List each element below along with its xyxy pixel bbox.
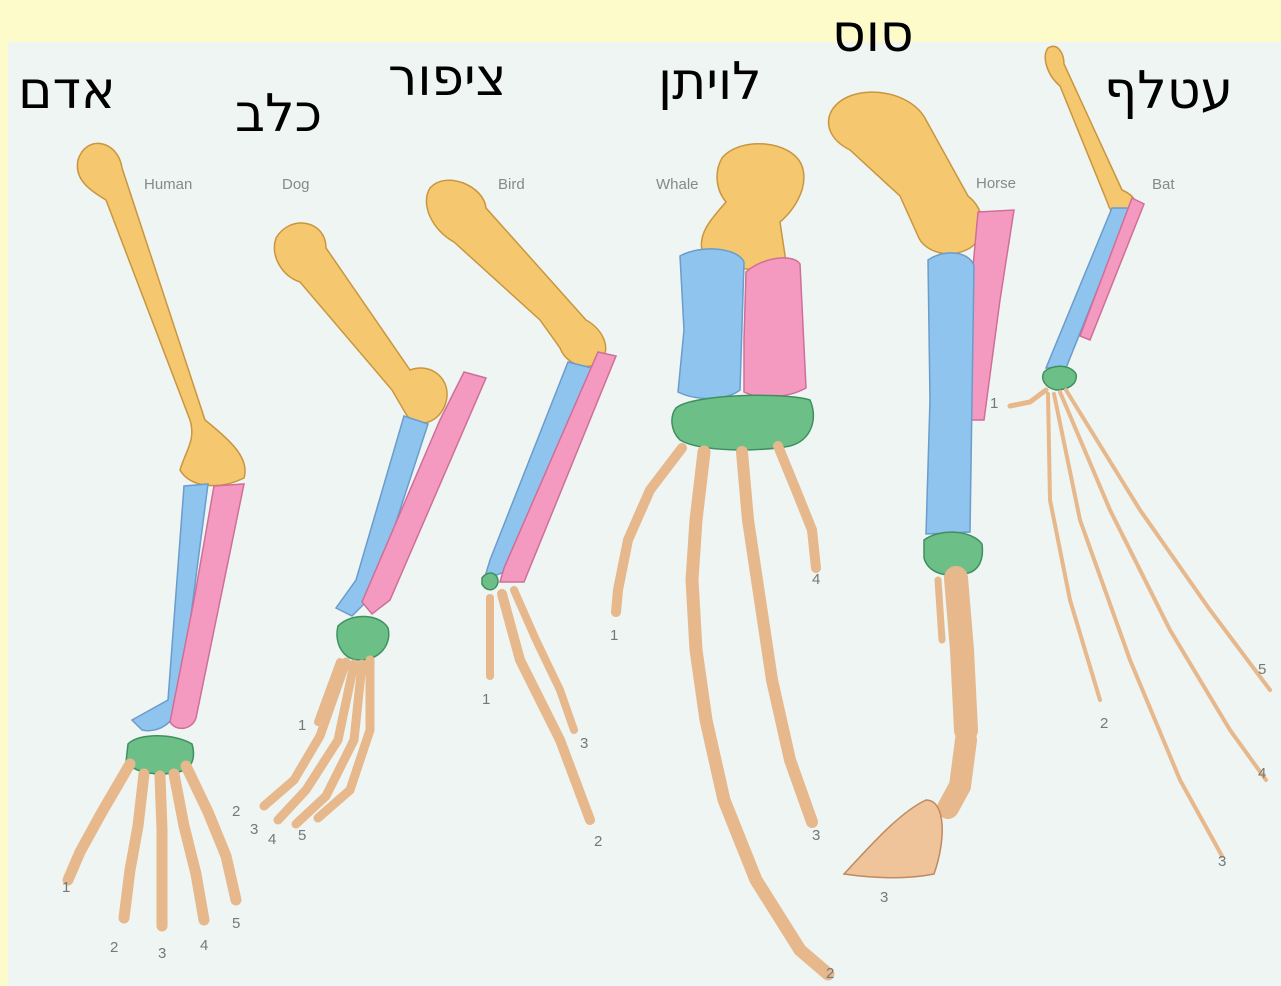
bat-num-4: 4 xyxy=(1258,765,1266,782)
whale-ulna xyxy=(744,258,806,397)
bat-carpals xyxy=(1043,366,1077,390)
bat-num-3: 3 xyxy=(1218,853,1226,870)
label-dog: Dog xyxy=(282,176,310,193)
whale-num-1: 1 xyxy=(610,627,618,644)
bat-digit-2 xyxy=(1048,394,1100,700)
dog-num-3: 3 xyxy=(250,821,258,838)
horse-splint-bone xyxy=(938,580,942,640)
whale-limb: Whale 1 4 3 2 xyxy=(610,144,834,982)
human-num-4: 4 xyxy=(200,937,208,954)
label-bat: Bat xyxy=(1152,176,1175,193)
horse-limb: Horse 3 xyxy=(829,92,1016,906)
horse-pastern xyxy=(948,740,966,808)
human-num-3: 3 xyxy=(158,945,166,962)
dog-num-2: 2 xyxy=(232,803,240,820)
bird-num-2: 2 xyxy=(594,833,602,850)
bat-digit-5 xyxy=(1066,390,1270,690)
whale-num-4: 4 xyxy=(812,571,820,588)
human-limb: Human 1 2 3 4 5 xyxy=(62,143,245,962)
human-digit-1 xyxy=(68,764,130,880)
bird-num-3: 3 xyxy=(580,735,588,752)
label-whale: Whale xyxy=(656,176,699,193)
dog-num-1: 1 xyxy=(298,717,306,734)
bird-digit-2 xyxy=(502,594,590,820)
bird-num-1: 1 xyxy=(482,691,490,708)
label-bird: Bird xyxy=(498,176,525,193)
horse-humerus xyxy=(829,92,983,254)
bat-humerus xyxy=(1045,46,1135,216)
whale-num-2: 2 xyxy=(826,965,834,982)
bird-carpal xyxy=(482,573,498,590)
human-num-1: 1 xyxy=(62,879,70,896)
dog-carpals xyxy=(337,616,389,660)
bat-radius xyxy=(1046,208,1130,368)
bat-digit-1 xyxy=(1010,390,1046,406)
horse-cannon-bone xyxy=(956,578,966,730)
whale-num-3: 3 xyxy=(812,827,820,844)
horse-radius xyxy=(926,253,974,534)
bird-limb: Bird 1 3 2 xyxy=(426,176,616,850)
dog-limb: Dog 1 2 3 4 5 xyxy=(232,176,486,848)
bird-humerus xyxy=(426,180,605,366)
whale-digit-4 xyxy=(778,446,816,568)
horse-num-3: 3 xyxy=(880,889,888,906)
dog-num-4: 4 xyxy=(268,831,276,848)
dog-num-5: 5 xyxy=(298,827,306,844)
human-humerus xyxy=(77,143,245,485)
label-human: Human xyxy=(144,176,192,193)
bat-num-5: 5 xyxy=(1258,661,1266,678)
bat-num-1: 1 xyxy=(990,395,998,412)
human-digit-2 xyxy=(124,774,144,918)
human-num-2: 2 xyxy=(110,939,118,956)
whale-carpals xyxy=(672,395,813,450)
label-horse: Horse xyxy=(976,175,1016,192)
human-num-5: 5 xyxy=(232,915,240,932)
bat-digit-4 xyxy=(1060,392,1266,780)
whale-radius xyxy=(678,249,744,399)
dog-humerus xyxy=(274,223,447,423)
bat-limb: Bat 1 5 2 4 3 xyxy=(990,46,1270,870)
human-digit-3 xyxy=(160,776,162,926)
whale-digit-1 xyxy=(616,448,682,612)
horse-hoof xyxy=(844,800,942,878)
bat-num-2: 2 xyxy=(1100,715,1108,732)
